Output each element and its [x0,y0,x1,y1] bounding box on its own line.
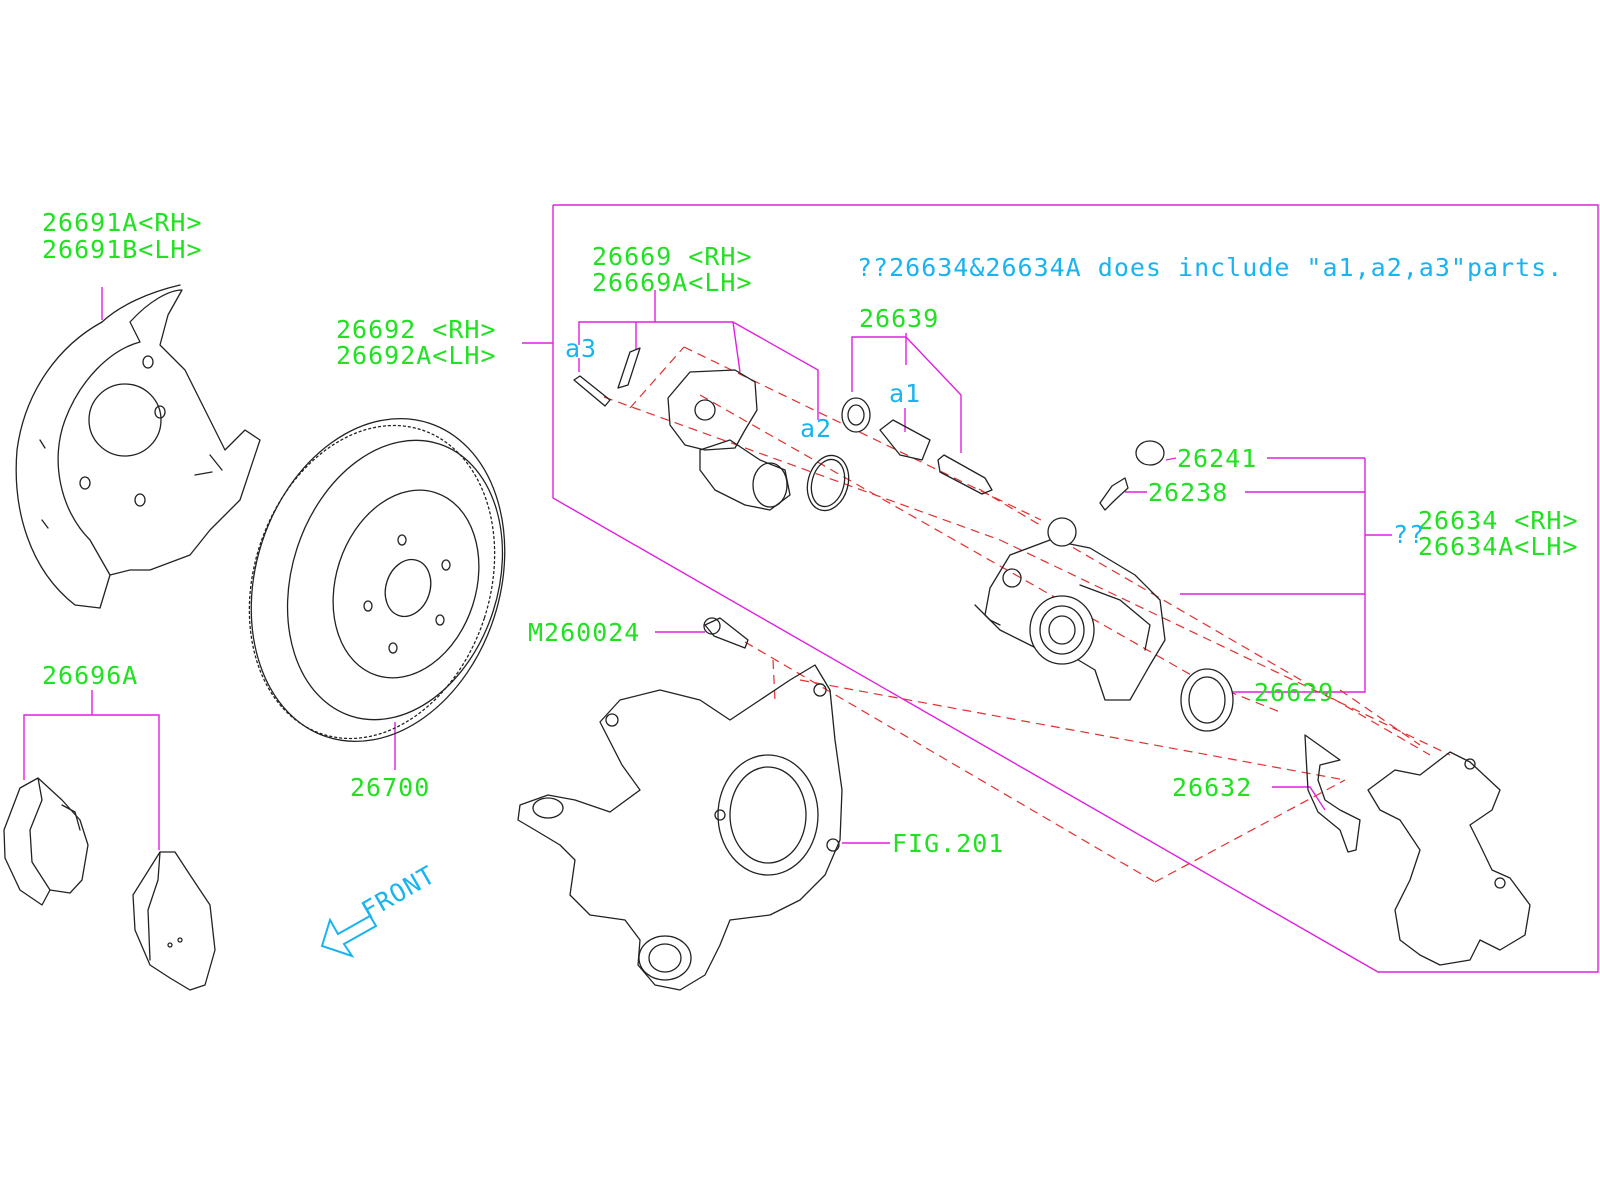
label-26632: 26632 [1172,773,1252,802]
caliper-bracket [1367,751,1531,966]
label-26629: 26629 [1254,678,1334,707]
brake-pads-26696a [3,777,216,991]
label-fig201[interactable]: FIG.201 [892,829,1004,858]
hardware-items [573,347,1361,853]
label-26700: 26700 [350,773,430,802]
assembly-lines [603,346,1451,883]
label-26634a: 26634A<LH> [1418,532,1579,561]
label-m260024: M260024 [528,618,640,647]
disc-rotor-26700 [248,417,506,743]
front-arrow-icon [320,914,378,958]
label-26639: 26639 [859,304,939,333]
label-26241: 26241 [1177,444,1257,473]
caliper-assembly-26634 [974,517,1166,701]
label-26692: 26692 <RH> [336,315,497,344]
backing-plate-26691 [15,284,261,609]
label-26634: 26634 <RH> [1418,506,1579,535]
label-front: FRONT [357,860,441,925]
label-26691b: 26691B<LH> [42,235,203,264]
label-26696a: 26696A [42,661,138,690]
label-a1: a1 [889,379,921,408]
label-qq: ?? [1393,520,1425,549]
label-a3: a3 [565,334,597,363]
label-26238: 26238 [1148,478,1228,507]
knuckle-fig201 [517,664,843,991]
note-text: ??26634&26634A does include "a1,a2,a3"pa… [857,253,1563,282]
label-26669a: 26669A<LH> [592,268,753,297]
label-26669: 26669 <RH> [592,242,753,271]
label-a2: a2 [800,414,832,443]
label-26691a: 26691A<RH> [42,208,203,237]
label-26692a: 26692A<LH> [336,341,497,370]
parking-motor-26669 [667,369,791,511]
leader-lines [23,204,1599,973]
